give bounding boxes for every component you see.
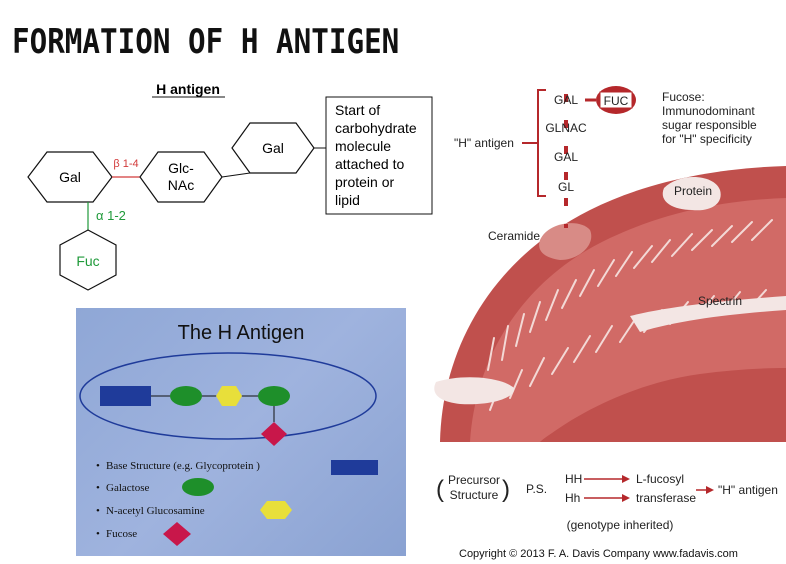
structure-heading: H antigen bbox=[156, 81, 220, 97]
legend-item-galactose: • Galactose bbox=[96, 482, 149, 494]
membrane-diagram: GAL GLNAC GAL GL FUC "H" antigen Fucose:… bbox=[434, 86, 786, 532]
box-line-5: protein or bbox=[335, 174, 394, 190]
legend-item-glcnac: • N-acetyl Glucosamine bbox=[96, 505, 205, 517]
legend-swatch-base bbox=[331, 460, 378, 475]
arrow-lower-head bbox=[622, 494, 630, 502]
protein-blob bbox=[662, 176, 721, 211]
precursor-line2: Structure bbox=[450, 488, 499, 502]
enzyme-line2: transferase bbox=[636, 491, 696, 505]
arrow-upper-head bbox=[622, 475, 630, 483]
fucose-note-3: sugar responsible bbox=[662, 118, 757, 132]
legend-bullet: • bbox=[96, 460, 100, 472]
legend-bullet: • bbox=[96, 528, 100, 540]
legend-schematic bbox=[79, 352, 377, 446]
ceramide-label: Ceramide bbox=[488, 229, 540, 243]
box-line-2: carbohydrate bbox=[335, 120, 417, 136]
start-molecule-box bbox=[325, 96, 433, 215]
membrane-lower-blob bbox=[434, 377, 515, 405]
legend-label-glcnac: N-acetyl Glucosamine bbox=[106, 505, 205, 517]
schematic-base-structure bbox=[100, 386, 151, 406]
copyright-text: Copyright © 2013 F. A. Davis Company www… bbox=[459, 548, 738, 560]
fuc-label: Fuc bbox=[76, 253, 99, 269]
fucose-note-2: Immunodominant bbox=[662, 104, 755, 118]
box-line-3: molecule bbox=[335, 138, 391, 154]
h-antigen-label: "H" antigen bbox=[454, 136, 514, 150]
legend-label-base: Base Structure (e.g. Glycoprotein ) bbox=[106, 460, 260, 472]
legend-label-fucose: Fucose bbox=[106, 528, 138, 540]
chain-gal: GAL bbox=[554, 150, 578, 164]
ceramide-lump bbox=[539, 223, 592, 260]
page-title: FORMATION OF H ANTIGEN bbox=[12, 22, 400, 62]
genotype-note: (genotype inherited) bbox=[567, 518, 674, 532]
legend-bullet: • bbox=[96, 482, 100, 494]
legend-bullet: • bbox=[96, 505, 100, 517]
glcnac-label-line2: NAc bbox=[168, 177, 194, 193]
cytoplasm-region bbox=[540, 368, 786, 442]
legend-swatch-fucose bbox=[163, 522, 191, 546]
genotype-hh-lower: Hh bbox=[565, 491, 580, 505]
gal-label-left: Gal bbox=[59, 169, 81, 185]
schematic-fucose bbox=[261, 422, 287, 446]
box-line-1: Start of bbox=[335, 102, 380, 118]
schematic-glcnac bbox=[216, 386, 242, 406]
ps-label: P.S. bbox=[526, 482, 547, 496]
chain-glnac: GLNAC bbox=[545, 121, 587, 135]
precursor-paren-open: ( bbox=[436, 476, 444, 503]
precursor-paren-close: ) bbox=[502, 476, 510, 503]
glcnac-label-line1: Glc- bbox=[168, 160, 194, 176]
box-line-4: attached to bbox=[335, 156, 404, 172]
legend-title: The H Antigen bbox=[177, 322, 305, 344]
membrane-inner-layer bbox=[470, 198, 786, 442]
product-label: "H" antigen bbox=[718, 483, 778, 497]
legend-swatch-glcnac bbox=[260, 501, 292, 519]
fucose-note-1: Fucose: bbox=[662, 90, 705, 104]
protein-label: Protein bbox=[674, 184, 712, 198]
spectrin-label: Spectrin bbox=[698, 294, 742, 308]
fuc-hexagon bbox=[59, 229, 117, 291]
fuc-label: FUC bbox=[604, 94, 629, 108]
fucose-note-4: for "H" specificity bbox=[662, 132, 752, 146]
genotype-hh-upper: HH bbox=[565, 472, 582, 486]
legend-item-base: • Base Structure (e.g. Glycoprotein ) bbox=[96, 460, 260, 472]
legend-item-fucose: • Fucose bbox=[96, 528, 137, 540]
box-line-6: lipid bbox=[335, 192, 360, 208]
alpha-link-label: α 1-2 bbox=[96, 208, 126, 223]
h-antigen-bracket bbox=[537, 89, 546, 197]
fuc-label-box bbox=[599, 91, 633, 109]
schematic-galactose-2 bbox=[258, 386, 290, 406]
schematic-outline-ellipse bbox=[79, 352, 377, 440]
h-antigen-structure-diagram: H antigen Gal β 1-4 Glc- NAc Gal α 1-2 F… bbox=[27, 81, 433, 291]
legend-label-galactose: Galactose bbox=[106, 482, 150, 494]
gal-label-right: Gal bbox=[262, 140, 284, 156]
legend-swatch-galactose bbox=[182, 478, 214, 496]
beta-link-label: β 1-4 bbox=[113, 158, 138, 170]
h-antigen-legend-panel: The H Antigen • Base Structure (e.g. Glyc… bbox=[76, 308, 406, 556]
glcnac-gal-link bbox=[221, 172, 251, 178]
chain-gal-top: GAL bbox=[554, 93, 578, 107]
precursor-line1: Precursor bbox=[448, 473, 500, 487]
schematic-galactose-1 bbox=[170, 386, 202, 406]
spectrin-band bbox=[630, 296, 786, 332]
chain-gl: GL bbox=[558, 180, 574, 194]
enzyme-line1: L-fucosyl bbox=[636, 472, 684, 486]
arrow-product-head bbox=[706, 486, 714, 494]
